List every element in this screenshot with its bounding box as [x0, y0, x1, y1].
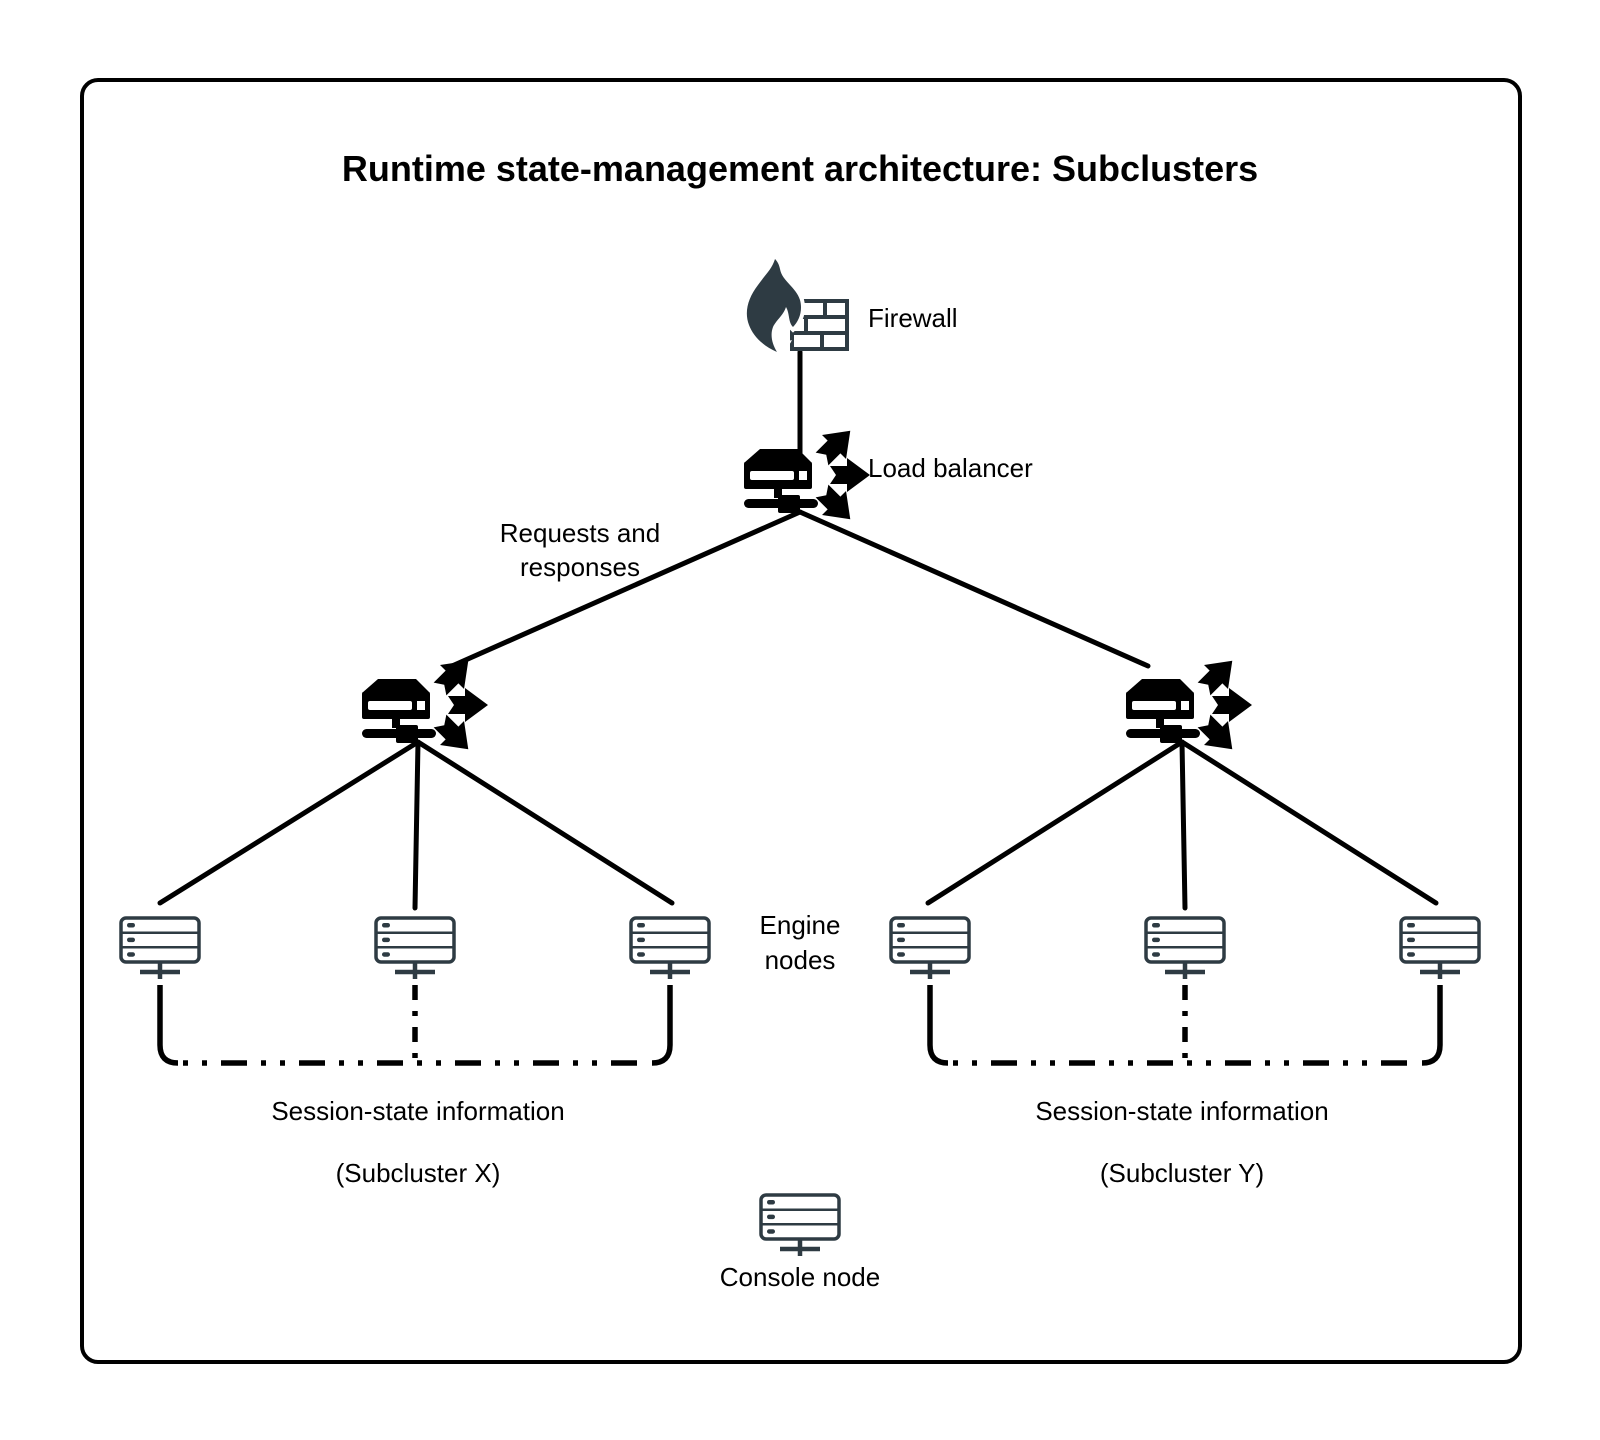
subcluster-x-balancer-icon [360, 659, 492, 763]
console-node-label: Console node [719, 1262, 881, 1292]
subcluster-x-node1-line [157, 739, 421, 906]
engine-node-icon [1395, 915, 1485, 981]
load-balancer-icon [742, 429, 874, 533]
subcluster-y-balancer-icon [1124, 659, 1256, 763]
engine-nodes-label: Engine nodes [759, 910, 841, 975]
session-state-label-y: Session-state information [1035, 1096, 1329, 1126]
load-balancer-label: Load balancer [868, 453, 1033, 483]
requests-responses-label: Requests and responses [499, 518, 661, 582]
diagram-border [80, 78, 1522, 1364]
subcluster-y-node1-line [925, 739, 1185, 906]
session-bracket-x [157, 985, 673, 1066]
engine-node-icon [115, 915, 205, 981]
subcluster-x-label: (Subcluster X) [335, 1158, 501, 1188]
lb-to-subcluster-x-line [449, 509, 803, 669]
subcluster-y-node3-line [1179, 739, 1439, 906]
subcluster-x-node3-line [415, 739, 675, 906]
lb-to-subcluster-y-line [797, 509, 1151, 669]
page-title: Runtime state-management architecture: S… [341, 148, 1259, 189]
firewall-icon [735, 259, 853, 355]
firewall-label: Firewall [868, 303, 958, 333]
engine-node-icon [370, 915, 460, 981]
session-state-label-x: Session-state information [271, 1096, 565, 1126]
console-node-icon [755, 1192, 845, 1258]
engine-node-icon [1140, 915, 1230, 981]
session-bracket-y [927, 985, 1443, 1066]
subcluster-y-label: (Subcluster Y) [1099, 1158, 1265, 1188]
subcluster-y-node2-line [1179, 739, 1188, 911]
subcluster-x-node2-line [412, 739, 421, 911]
